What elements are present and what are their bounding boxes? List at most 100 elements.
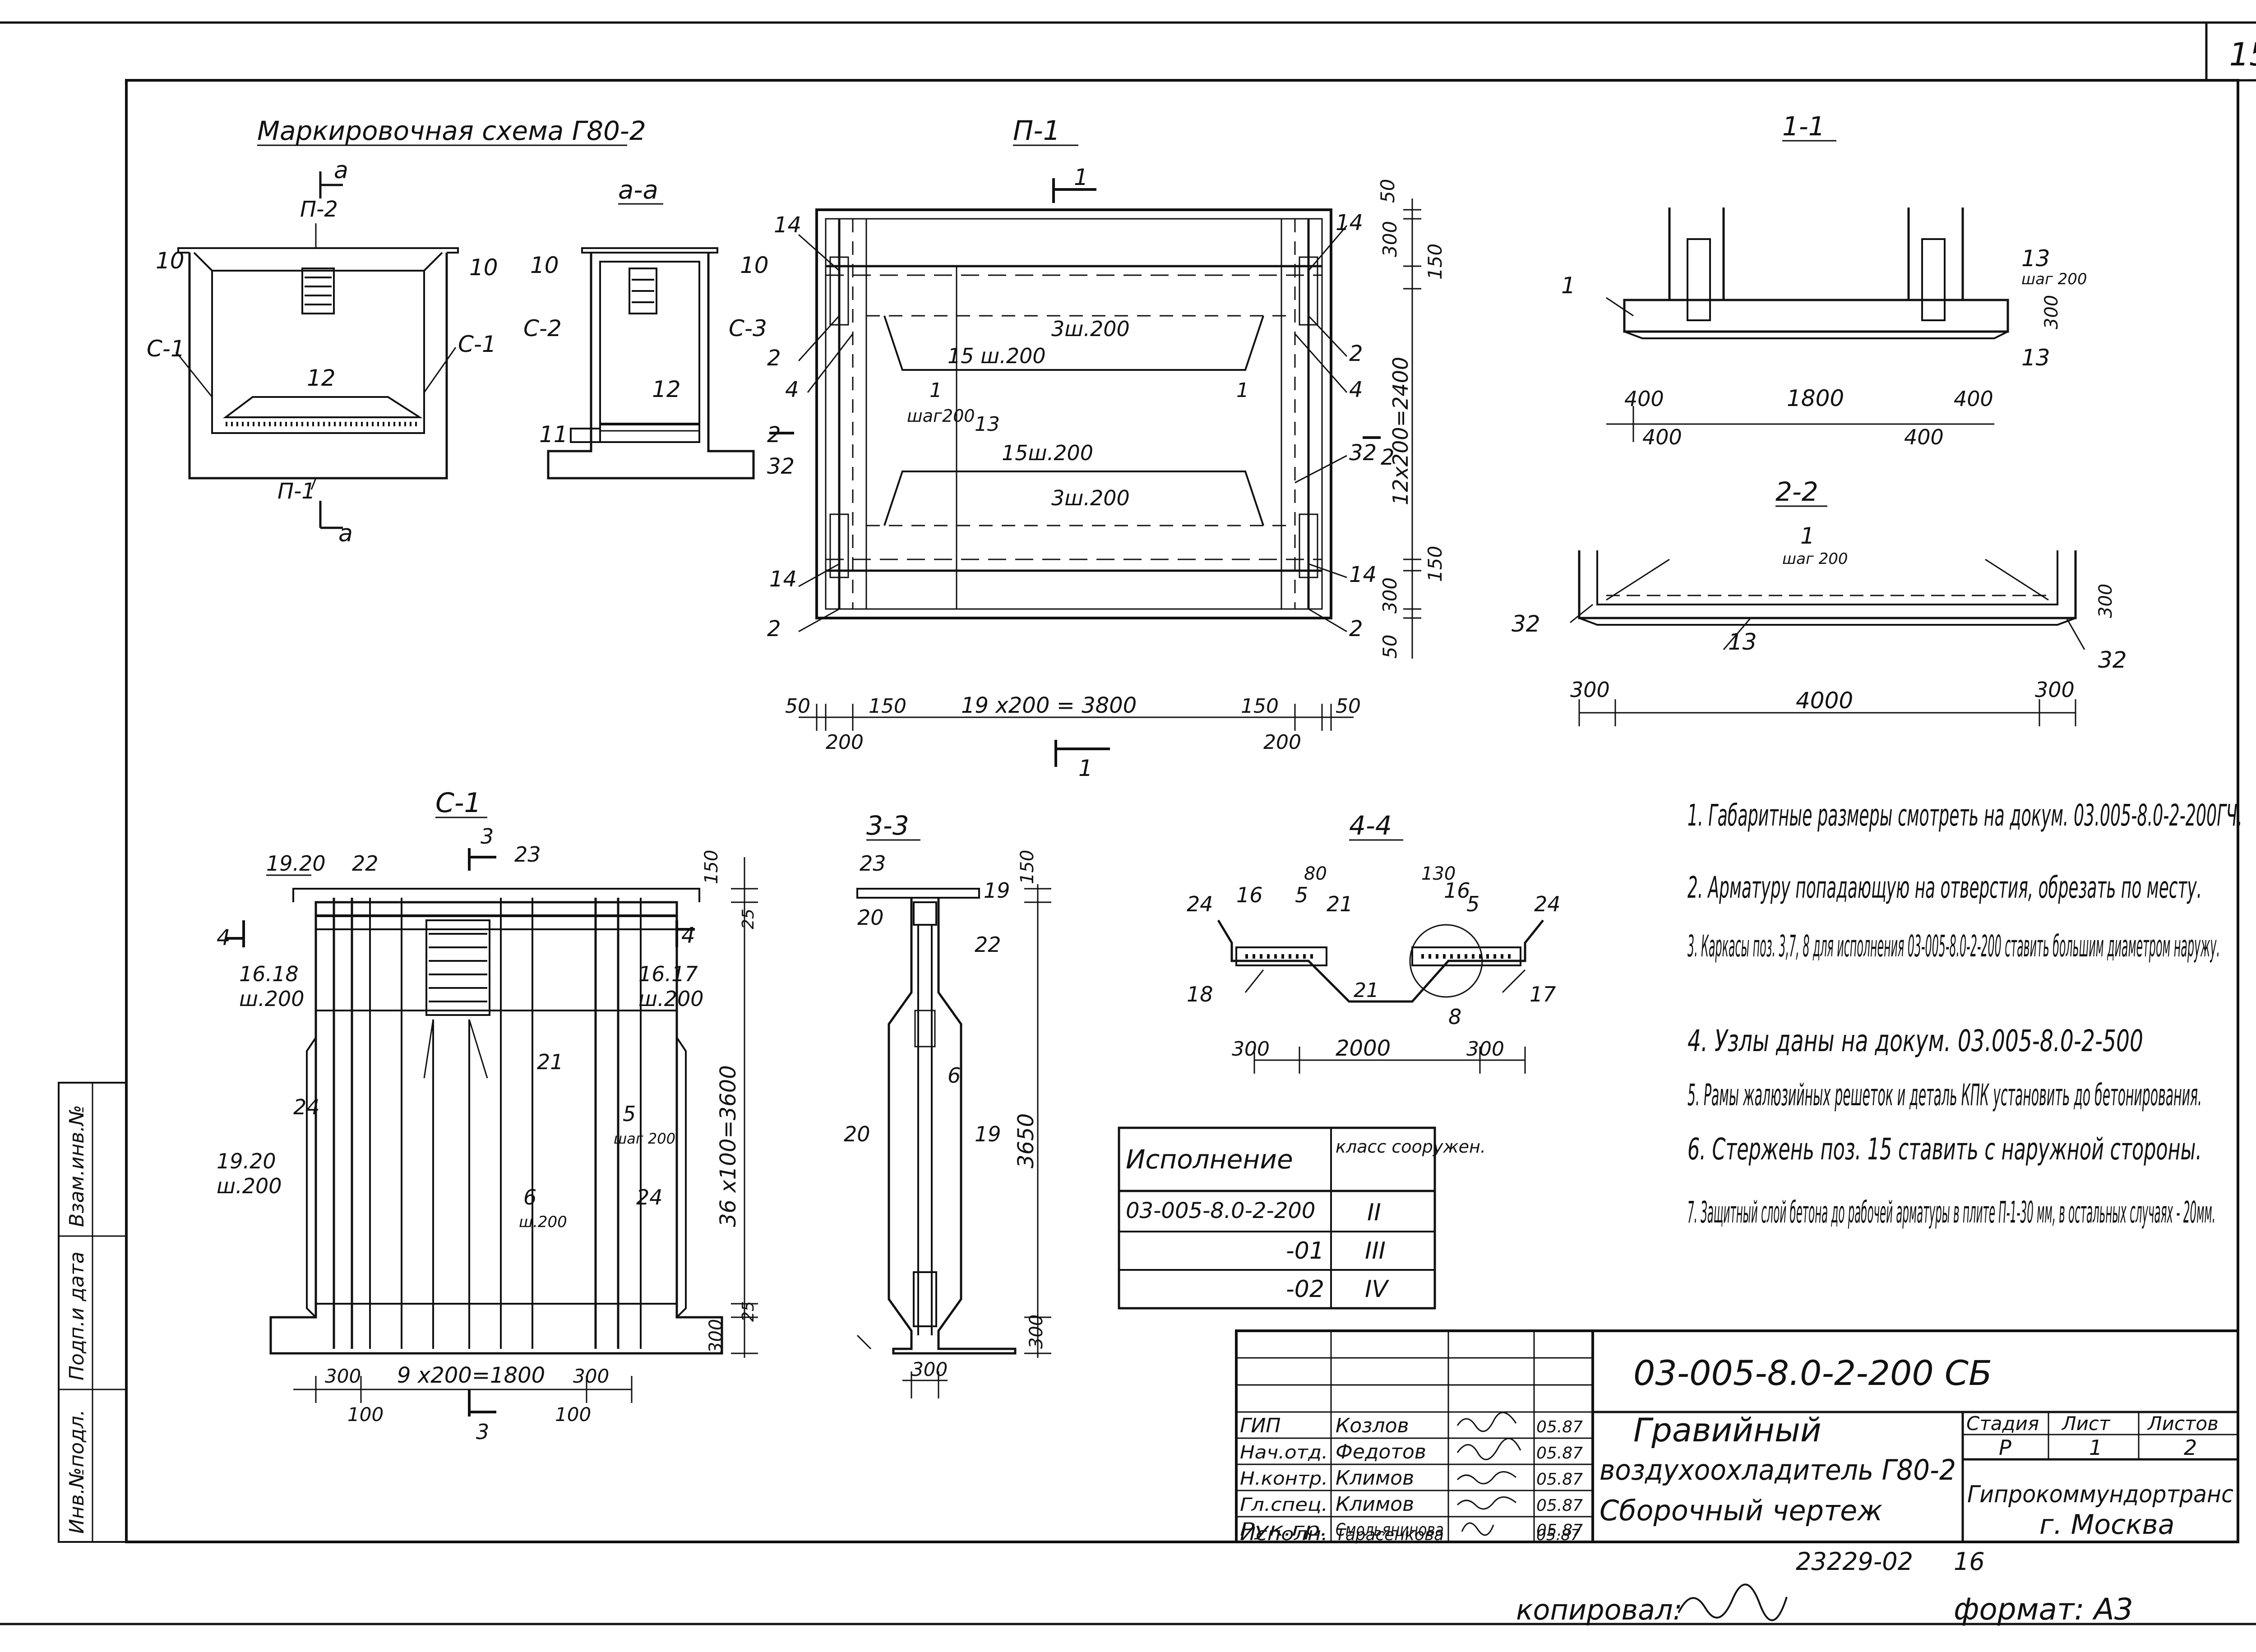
c1-cut-4-right: 4 [681, 923, 695, 948]
s33-label-20-top: 20 [857, 905, 884, 930]
p1-rebar-15-bottom: 15ш.200 [1002, 441, 1093, 465]
p1-dim-300-bottom: 300 [1379, 577, 1401, 614]
c1-dim-25-bottom: 25 [739, 1301, 758, 1322]
s44-label-8: 8 [1448, 1005, 1461, 1029]
c1-cut-3-bottom: 3 [476, 1420, 489, 1444]
label-aa-10-left: 10 [530, 252, 559, 278]
notes: 1. Габаритные размеры смотреть на докум.… [1687, 798, 2242, 1230]
role-6-visible: Исполн. [1240, 1524, 1328, 1545]
p1-label-1-r: 1 [1236, 379, 1249, 402]
s44-label-5-r: 5 [1466, 892, 1479, 916]
table-row-2-name: -01 [1286, 1237, 1324, 1264]
copied-signature [1678, 1583, 1788, 1621]
name-5: Смольянинова [1336, 1520, 1444, 1540]
archive-number: 23229-02 [1796, 1547, 1913, 1576]
doc-code: 03-005-8.0-2-200 СБ [1633, 1353, 1992, 1393]
date-1: 05.87 [1536, 1418, 1583, 1436]
c1-dim-100-r: 100 [555, 1403, 591, 1426]
p1-label-4-r: 4 [1349, 377, 1363, 402]
p1-dim-200-right: 200 [1263, 731, 1301, 754]
section-3-3: 3-3 23 19 20 22 6 20 19 150 3650 300 300 [844, 810, 1051, 1398]
c1-dim-1800: 9 х200=1800 [397, 1363, 545, 1388]
s33-label-19-top: 19 [984, 878, 1010, 903]
p1-label-1-l: 1 [929, 379, 942, 402]
table-row-3-name: -02 [1286, 1276, 1324, 1303]
p1-dim-50-left: 50 [785, 695, 810, 718]
s11-dim-400-c: 400 [1954, 387, 1993, 411]
s22-dim-300-v: 300 [2095, 584, 2116, 618]
s11-dim-400-b: 400 [1642, 425, 1682, 449]
label-c3: С-3 [729, 315, 767, 341]
c1-sh200-d: ш.200 [217, 1174, 282, 1198]
p1-dim-3800: 19 х200 = 3800 [961, 693, 1137, 718]
s22-step: шаг 200 [1782, 550, 1848, 568]
note-4: 4. Узлы даны на докум. 03.005-8.0-2-500 [1687, 1024, 2143, 1058]
s22-dim-4000: 4000 [1796, 688, 1853, 714]
s33-dim-300-h: 300 [911, 1358, 948, 1380]
s44-label-21-top: 21 [1327, 892, 1353, 916]
c1-dim-25-top: 25 [739, 909, 758, 929]
format-label: формат: А3 [1954, 1592, 2133, 1627]
c1-dim-300-l: 300 [325, 1365, 361, 1387]
p1-rebar-3-top: 3ш.200 [1051, 317, 1130, 341]
c1-cut-3-top: 3 [481, 824, 494, 849]
date-2: 05.87 [1536, 1444, 1583, 1463]
c1-label-1920-top: 19.20 [266, 851, 326, 876]
label-c2: С-2 [523, 315, 562, 341]
s11-step: шаг 200 [2021, 270, 2087, 288]
p1-dim-2400: 12х200=2400 [1388, 357, 1413, 505]
date-3: 05.87 [1536, 1470, 1583, 1489]
s22-label-1: 1 [1800, 523, 1815, 549]
s11-dim-1800: 1800 [1787, 385, 1844, 411]
title-line-3: Сборочный чертеж [1600, 1494, 1882, 1527]
p1-dim-150-top: 150 [1424, 244, 1446, 280]
s33-label-23: 23 [860, 851, 886, 876]
section-22-title: 2-2 [1775, 476, 1818, 507]
label-10-left: 10 [156, 248, 185, 274]
label-12: 12 [307, 365, 336, 391]
p1-step: шаг200 [907, 406, 975, 426]
role-1: ГИП [1240, 1414, 1281, 1437]
s44-label-21-bottom: 21 [1354, 979, 1379, 1002]
label-c1-right: С-1 [458, 331, 496, 357]
archive-sheet: 16 [1954, 1547, 1985, 1576]
label-aa-10-right: 10 [740, 252, 769, 278]
org-line-2: г. Москва [2039, 1509, 2175, 1541]
stamp-sign: Подп.и дата [65, 1251, 88, 1380]
title-block: 03-005-8.0-2-200 СБ Гравийный воздухоохл… [1235, 1329, 2239, 1543]
p1-label-2-br: 2 [1349, 616, 1363, 641]
footer: 23229-02 16 копировал: формат: А3 [1516, 1547, 2133, 1627]
c1-sh200-b: ш.200 [638, 987, 704, 1011]
s22-label-32-l: 32 [1512, 611, 1540, 637]
c1-label-5: 5 [623, 1102, 636, 1126]
p1-dim-150-bottom: 150 [1424, 546, 1446, 582]
p1-label-2-r: 2 [1349, 341, 1363, 366]
p1-label-32-l: 32 [767, 454, 795, 479]
label-a-bottom: а [338, 520, 353, 547]
s44-label-16-r: 16 [1444, 878, 1470, 903]
p1-label-14-tl: 14 [774, 212, 801, 238]
p1-cut-2-right: 2 [1381, 445, 1395, 470]
p1-dim-150-left: 150 [869, 695, 906, 718]
sheet-label: Лист [2061, 1412, 2111, 1435]
c1-label-24-r: 24 [636, 1185, 663, 1209]
p1-dim-200-left: 200 [826, 731, 864, 754]
s11-dim-400-a: 400 [1624, 387, 1664, 411]
table-col1: Исполнение [1126, 1144, 1293, 1175]
section-1-1: 1-1 1 13 шаг 200 13 300 400 400 1800 400… [1561, 111, 2087, 449]
p1-cut-2-left: 2 [767, 422, 781, 448]
copied-label: копировал: [1516, 1593, 1683, 1626]
s22-dim-300-r: 300 [2035, 678, 2075, 702]
c1-sh200-a: ш.200 [239, 987, 305, 1011]
p1-label-2-bl: 2 [767, 616, 781, 641]
c1-dim-150: 150 [701, 850, 722, 884]
name-3: Климов [1336, 1467, 1414, 1490]
p1-rebar-15-top: 15 ш.200 [948, 344, 1046, 368]
plan-p1: П-1 [767, 115, 1446, 781]
s11-label-13-top: 13 [2021, 245, 2050, 272]
s33-label-6: 6 [948, 1063, 961, 1088]
c1-label-24-l: 24 [293, 1095, 320, 1119]
note-3: 3. Каркасы поз. 3,7, 8 для исполнения 03… [1687, 929, 2220, 964]
c1-dim-3600: 36 х100=3600 [716, 1065, 741, 1227]
s44-label-24-r: 24 [1534, 892, 1561, 916]
